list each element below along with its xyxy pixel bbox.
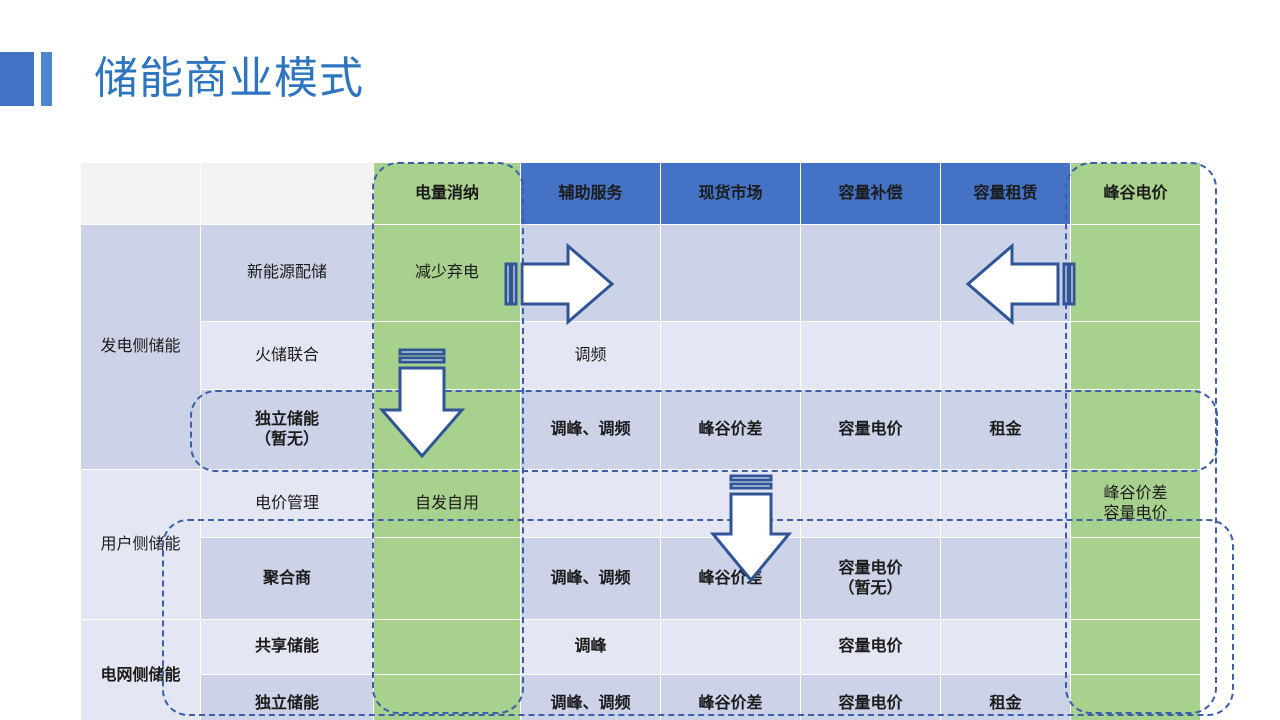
arrow-right-from-power-consumption	[500, 242, 622, 326]
group-label-user-side: 用户侧储能	[80, 469, 201, 620]
cell-r6-ancillary-service: 调峰	[520, 619, 661, 675]
cell-r4-ancillary-service	[520, 469, 661, 538]
sub-label-renewable-storage: 新能源配储	[200, 224, 374, 322]
cell-r3-ancillary-service: 调峰、调频	[520, 389, 661, 470]
arrow-down-in-power-consumption-column	[376, 344, 468, 462]
cell-r3-spot-market: 峰谷价差	[660, 389, 801, 470]
cell-r5-capacity-lease	[940, 537, 1071, 620]
accent-block-wide	[0, 52, 34, 106]
table-row: 火储联合 调频	[81, 321, 1201, 390]
cell-r3-peak-valley-price	[1070, 389, 1201, 470]
cell-r2-ancillary-service: 调频	[520, 321, 661, 390]
arrow-down-in-capacity-compensation-column	[705, 470, 797, 588]
table-row: 独立储能（暂无） 调峰、调频 峰谷价差 容量电价 租金	[81, 389, 1201, 470]
cell-r7-capacity-lease: 租金	[940, 674, 1071, 720]
header-col-capacity-compensation: 容量补偿	[800, 162, 941, 225]
cell-r6-peak-valley-price	[1070, 619, 1201, 675]
page-title: 储能商业模式	[94, 54, 364, 103]
sub-label-aggregator: 聚合商	[200, 537, 374, 620]
cell-r1-capacity-compensation	[800, 224, 941, 322]
header-blank-sub	[200, 162, 374, 225]
cell-r1-peak-valley-price	[1070, 224, 1201, 322]
arrow-left-from-peak-valley-price	[958, 242, 1080, 326]
sub-label-shared-storage: 共享储能	[200, 619, 374, 675]
table-row: 用户侧储能 电价管理 自发自用 峰谷价差容量电价	[80, 469, 1201, 620]
cell-r6-power-consumption	[373, 619, 521, 675]
cell-r1-spot-market	[660, 224, 801, 322]
group-label-grid-side: 电网侧储能	[80, 619, 201, 720]
cell-r4-power-consumption: 自发自用	[373, 469, 521, 538]
cell-r7-ancillary-service: 调峰、调频	[520, 674, 661, 720]
table-row: 电网侧储能 共享储能 调峰 容量电价	[80, 619, 1201, 720]
header-col-peak-valley-price: 峰谷电价	[1070, 162, 1201, 225]
cell-r3-capacity-compensation: 容量电价	[800, 389, 941, 470]
cell-r5-peak-valley-price	[1070, 537, 1201, 620]
accent-block-thin	[41, 52, 52, 106]
table-row: 聚合商 调峰、调频 峰谷价差 容量电价（暂无）	[81, 537, 1201, 620]
cell-r1-power-consumption: 减少弃电	[373, 224, 521, 322]
cell-r2-capacity-lease	[940, 321, 1071, 390]
cell-r7-spot-market: 峰谷价差	[660, 674, 801, 720]
sub-label-thermal-storage: 火储联合	[200, 321, 374, 390]
cell-r7-capacity-compensation: 容量电价	[800, 674, 941, 720]
header-col-power-consumption: 电量消纳	[373, 162, 521, 225]
cell-r6-capacity-lease	[940, 619, 1071, 675]
business-model-table-wrap: 电量消纳 辅助服务 现货市场 容量补偿 容量租赁 峰谷电价 发电侧储能 新能源配…	[80, 162, 1234, 720]
cell-r4-capacity-compensation	[800, 469, 941, 538]
header-blank-group	[80, 162, 201, 225]
cell-r5-ancillary-service: 调峰、调频	[520, 537, 661, 620]
cell-r6-capacity-compensation: 容量电价	[800, 619, 941, 675]
sub-label-price-management: 电价管理	[200, 469, 374, 538]
cell-r5-capacity-compensation: 容量电价（暂无）	[800, 537, 941, 620]
cell-r7-power-consumption	[373, 674, 521, 720]
cell-r4-capacity-lease	[940, 469, 1071, 538]
slide-title-bar: 储能商业模式	[0, 52, 364, 106]
sub-label-independent-storage-grid: 独立储能	[200, 674, 374, 720]
header-col-ancillary-service: 辅助服务	[520, 162, 661, 225]
header-col-spot-market: 现货市场	[660, 162, 801, 225]
header-col-capacity-lease: 容量租赁	[940, 162, 1071, 225]
cell-r2-spot-market	[660, 321, 801, 390]
table-header-row: 电量消纳 辅助服务 现货市场 容量补偿 容量租赁 峰谷电价	[80, 162, 1201, 225]
cell-r2-power-consumption	[373, 321, 521, 390]
cell-r2-capacity-compensation	[800, 321, 941, 390]
group-label-generation-side: 发电侧储能	[80, 224, 201, 470]
cell-r6-spot-market	[660, 619, 801, 675]
cell-r5-power-consumption	[373, 537, 521, 620]
accent-gap	[34, 52, 41, 106]
cell-r2-peak-valley-price	[1070, 321, 1201, 390]
cell-r3-capacity-lease: 租金	[940, 389, 1071, 470]
table-row: 独立储能 调峰、调频 峰谷价差 容量电价 租金	[81, 674, 1201, 720]
cell-r7-peak-valley-price	[1070, 674, 1201, 720]
cell-r4-peak-valley-price: 峰谷价差容量电价	[1070, 469, 1201, 538]
sub-label-independent-storage-none: 独立储能（暂无）	[200, 389, 374, 470]
